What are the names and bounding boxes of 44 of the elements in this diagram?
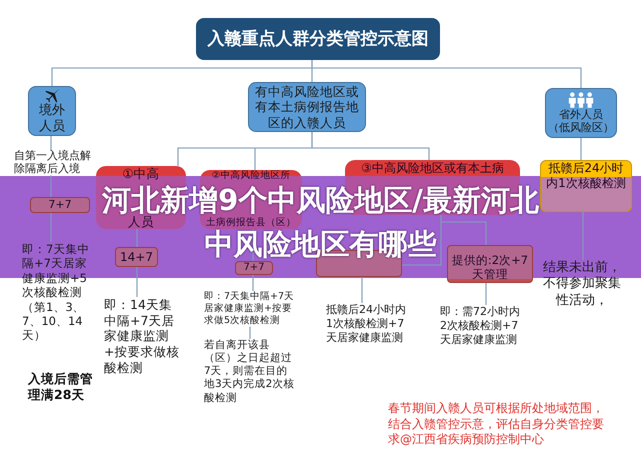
note-text: 若自离开该县（区）之日起超过7天，则需在目的地3天内完成2次核酸检测 <box>204 339 296 405</box>
connector-line <box>50 136 52 150</box>
box-label: ①中高 <box>122 167 160 181</box>
category-box <box>545 88 617 138</box>
connector-line <box>361 277 363 303</box>
box-label: 14+7 <box>120 250 153 264</box>
box-label: 入赣重点人群分类管控示意图 <box>208 28 428 50</box>
title-box <box>196 18 440 60</box>
category-box <box>28 86 76 136</box>
box-label: 有中高风险地区或有本土病例报告地区的入赣人员 <box>254 84 360 130</box>
connector-line <box>136 229 138 247</box>
note-text: 抵赣后24小时内1次核酸检测+7天居家健康监测 <box>326 303 406 344</box>
connector-line <box>440 215 487 245</box>
connector-line <box>582 212 584 260</box>
note-text: 结果未出前，不得参加聚集性活动， <box>541 260 623 309</box>
box-label: 省外人员（低风险区） <box>548 108 614 134</box>
box-label: 7+7 <box>243 262 265 274</box>
connector-line <box>50 175 52 197</box>
box-label: 7+7 <box>48 198 72 212</box>
connector-line <box>136 267 138 297</box>
box-label: ③中高风险地区或有本土病 <box>361 161 504 176</box>
note-text: 自第一入境点解除隔离后入境 <box>14 150 94 176</box>
box-label: 人员 <box>128 215 154 229</box>
note-text: 即：7天集中隔+7天居家健康监测+按要求做5次核酸检测 <box>204 291 298 327</box>
note-text: 即：14天集中隔+7天居家健康监测+按要求做核酸检测 <box>104 297 184 376</box>
headline-text: 河北新增9个中风险地区/最新河北 <box>102 184 539 216</box>
note-text: 即：7天集中隔+7天居家健康监测+5次核酸检测（第1、3、7、10、14天） <box>22 242 94 343</box>
connector-line <box>249 326 251 339</box>
box-label: ②中高风险地区所 <box>212 171 290 182</box>
note-text: 即：需72小时内2次核酸检测+7天居家健康监测 <box>440 305 520 346</box>
connector-line <box>485 283 487 305</box>
connector-line <box>252 275 254 291</box>
box-label: 境外人员 <box>38 102 66 134</box>
note-text: 春节期间入赣人员可根据所处地域范围，结合入赣管控示意，评估自身分类管控要求@江西省疾病预防控制中心 <box>388 401 605 448</box>
box-label: 提供的:2次+7天管理 <box>451 252 529 281</box>
box-label: 抵赣后24小时内1次核酸检测 <box>545 161 627 190</box>
rule-box <box>235 261 273 275</box>
connector-line <box>311 60 582 88</box>
connector-line <box>580 138 582 160</box>
category-box <box>248 82 366 132</box>
note-text: 入境后需管理满28天 <box>28 371 94 404</box>
connector-line <box>311 132 430 160</box>
connector-line <box>50 213 52 242</box>
box-label: 土病例报告县（区） <box>206 218 296 229</box>
